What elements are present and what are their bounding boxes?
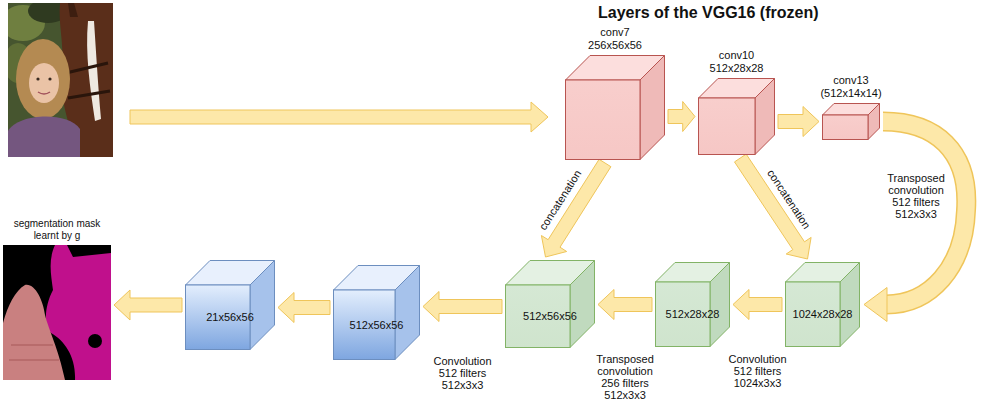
flow-arrow (598, 290, 652, 320)
layer-cube: 512x28x28 (655, 262, 730, 347)
cube-face-text: 1024x28x28 (785, 282, 860, 347)
cube-shape (333, 265, 420, 360)
layer-cube: 1024x28x28 (785, 262, 860, 347)
edge-label: Transposed convolution 512 filters 512x3… (884, 172, 948, 220)
layer-label: conv13 (820, 74, 881, 87)
cube-face-text: 21x56x56 (185, 285, 275, 350)
layer-label: (512x14x14) (820, 87, 881, 100)
layer-size: 1024x28x28 (793, 308, 853, 321)
arrow-head (864, 288, 887, 322)
cube-shape (822, 103, 880, 140)
flow-arrow (278, 293, 330, 323)
block-arrow (733, 290, 782, 320)
cube-shape (655, 262, 730, 347)
layer-cube: conv13(512x14x14) (822, 103, 880, 140)
cube-shape (785, 262, 860, 347)
layer-size: 512x56x56 (523, 310, 577, 323)
flow-arrow (668, 102, 695, 132)
layer-heading: conv10512x28x28 (710, 49, 764, 75)
cube-shape (565, 55, 665, 160)
layer-size: 512x56x56 (350, 319, 404, 332)
edge-label: concatenation (537, 168, 584, 232)
flow-arrow (778, 107, 819, 137)
curve-outline (883, 122, 966, 305)
flow-arrow (423, 292, 502, 322)
layer-heading: conv7256x56x56 (588, 26, 642, 52)
cube-face-text: 512x28x28 (655, 282, 730, 347)
flow-arrow (733, 290, 782, 320)
layer-cube: conv10512x28x28 (698, 78, 775, 155)
flow-arrow (114, 290, 182, 320)
layer-heading: segmentation mask learnt by g (7, 218, 107, 242)
segmentation-mask: segmentation mask learnt by g (3, 245, 111, 380)
layer-label: 256x56x56 (588, 39, 642, 52)
cube-shape (698, 78, 775, 155)
block-arrow (778, 107, 819, 137)
edge-label: Convolution 512 filters 512x3x3 (427, 355, 499, 391)
cube-shape (505, 260, 595, 348)
layer-label: conv7 (588, 26, 642, 39)
layer-size: 21x56x56 (206, 311, 254, 324)
block-arrow (114, 290, 182, 320)
mask-image (3, 245, 111, 380)
layer-label: conv10 (710, 49, 764, 62)
block-arrow (423, 292, 502, 322)
layer-cube: 21x56x56 (185, 260, 275, 350)
layer-label: segmentation mask learnt by g (7, 218, 107, 242)
curve-body (883, 122, 966, 305)
cube-face-text: 512x56x56 (505, 285, 595, 348)
block-arrow (598, 290, 652, 320)
block-arrow (668, 102, 695, 132)
layer-size: 512x28x28 (666, 308, 720, 321)
edge-label: concatenation (765, 167, 813, 231)
block-arrow (278, 293, 330, 323)
layer-cube: 512x56x56 (333, 265, 420, 360)
input-photo (8, 3, 113, 157)
layer-cube: 512x56x56 (505, 260, 595, 348)
flow-arrow (864, 122, 966, 322)
edge-label: Convolution 512 filters 1024x3x3 (722, 353, 794, 389)
edge-label: Transposed convolution 256 filters 512x3… (589, 353, 661, 401)
cube-face-text: 512x56x56 (333, 290, 420, 360)
layer-label: 512x28x28 (710, 62, 764, 75)
diagram-title: Layers of the VGG16 (frozen) (598, 4, 819, 22)
input-arrow (130, 102, 548, 132)
layer-cube: conv7256x56x56 (565, 55, 665, 160)
layer-heading: conv13(512x14x14) (820, 74, 881, 100)
cube-shape (185, 260, 275, 350)
